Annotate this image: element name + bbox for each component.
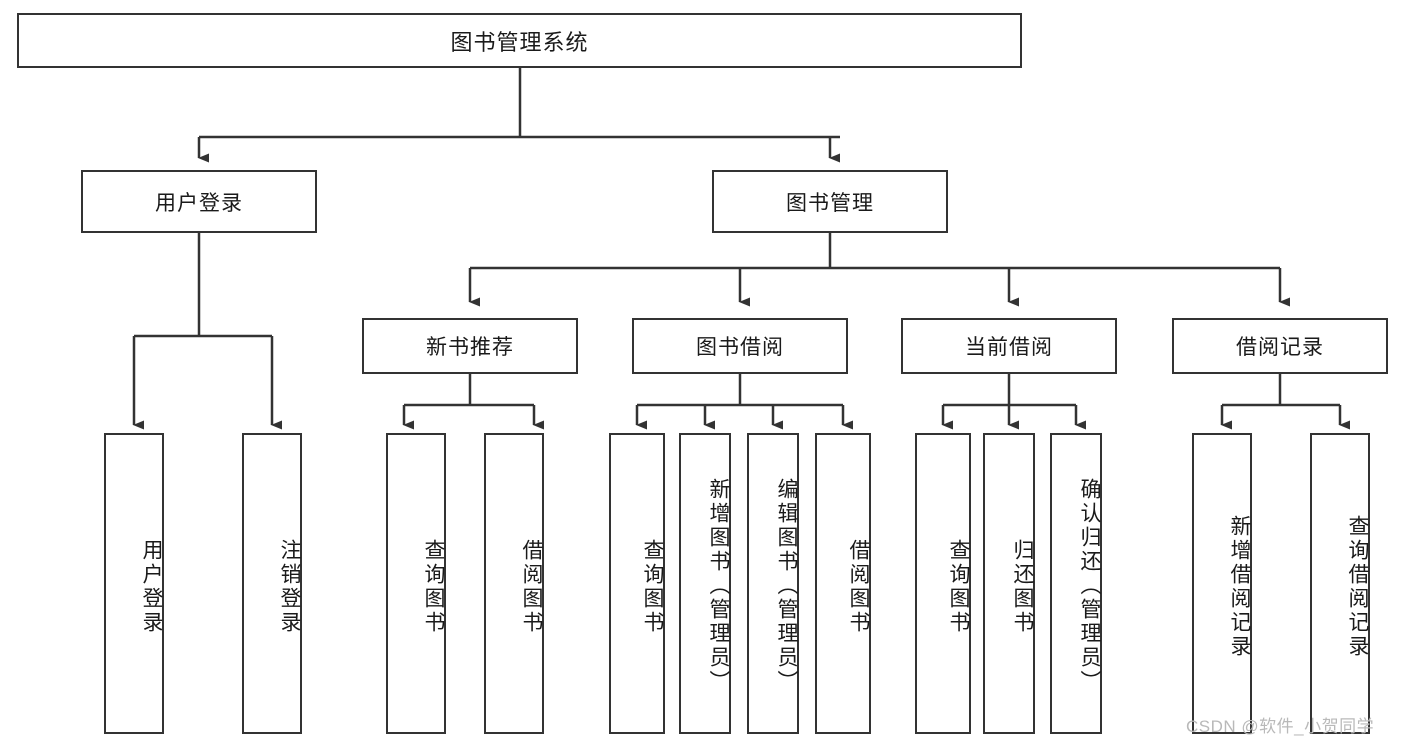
leaf-return-book[interactable]: 归还图书 xyxy=(983,433,1035,734)
node-book-borrow[interactable]: 图书借阅 xyxy=(632,318,848,374)
leaf-confirm-return-label: 确认归还（管理员） xyxy=(1078,477,1101,694)
node-new-book-recommend[interactable]: 新书推荐 xyxy=(362,318,578,374)
leaf-logout-login[interactable]: 注销登录 xyxy=(242,433,302,734)
leaf-confirm-return[interactable]: 确认归还（管理员） xyxy=(1050,433,1102,734)
leaf-query-borrow-record-label: 查询借阅记录 xyxy=(1346,514,1369,659)
leaf-query-book-borrow-label: 查询图书 xyxy=(641,538,664,635)
node-new-book-recommend-label: 新书推荐 xyxy=(426,336,514,359)
leaf-query-book-current[interactable]: 查询图书 xyxy=(915,433,971,734)
leaf-query-borrow-record[interactable]: 查询借阅记录 xyxy=(1310,433,1370,734)
leaf-add-borrow-record[interactable]: 新增借阅记录 xyxy=(1192,433,1252,734)
leaf-user-login[interactable]: 用户登录 xyxy=(104,433,164,734)
leaf-query-book-current-label: 查询图书 xyxy=(947,538,970,635)
leaf-borrow-book-recommend-label: 借阅图书 xyxy=(520,538,543,635)
leaf-query-book-recommend[interactable]: 查询图书 xyxy=(386,433,446,734)
leaf-user-login-label: 用户登录 xyxy=(140,538,163,635)
node-book-borrow-label: 图书借阅 xyxy=(696,336,784,359)
leaf-return-book-label: 归还图书 xyxy=(1011,538,1034,635)
leaf-add-book-label: 新增图书（管理员） xyxy=(707,477,730,694)
node-user-login-label: 用户登录 xyxy=(155,191,243,215)
node-root-book-management-system[interactable]: 图书管理系统 xyxy=(17,13,1022,68)
node-book-management[interactable]: 图书管理 xyxy=(712,170,948,233)
leaf-edit-book[interactable]: 编辑图书（管理员） xyxy=(747,433,799,734)
node-user-login[interactable]: 用户登录 xyxy=(81,170,317,233)
leaf-borrow-book-borrow-label: 借阅图书 xyxy=(847,538,870,635)
csdn-watermark: CSDN @软件_小贺同学 xyxy=(1186,717,1375,736)
node-book-management-label: 图书管理 xyxy=(786,191,874,215)
leaf-query-book-borrow[interactable]: 查询图书 xyxy=(609,433,665,734)
leaf-add-borrow-record-label: 新增借阅记录 xyxy=(1228,514,1251,659)
leaf-query-book-recommend-label: 查询图书 xyxy=(422,538,445,635)
leaf-add-book[interactable]: 新增图书（管理员） xyxy=(679,433,731,734)
node-borrow-record[interactable]: 借阅记录 xyxy=(1172,318,1388,374)
leaf-edit-book-label: 编辑图书（管理员） xyxy=(775,477,798,694)
leaf-borrow-book-borrow[interactable]: 借阅图书 xyxy=(815,433,871,734)
leaf-borrow-book-recommend[interactable]: 借阅图书 xyxy=(484,433,544,734)
node-root-label: 图书管理系统 xyxy=(450,29,589,55)
node-borrow-record-label: 借阅记录 xyxy=(1236,336,1324,359)
leaf-logout-login-label: 注销登录 xyxy=(278,538,301,635)
node-current-borrow[interactable]: 当前借阅 xyxy=(901,318,1117,374)
node-current-borrow-label: 当前借阅 xyxy=(965,336,1053,359)
